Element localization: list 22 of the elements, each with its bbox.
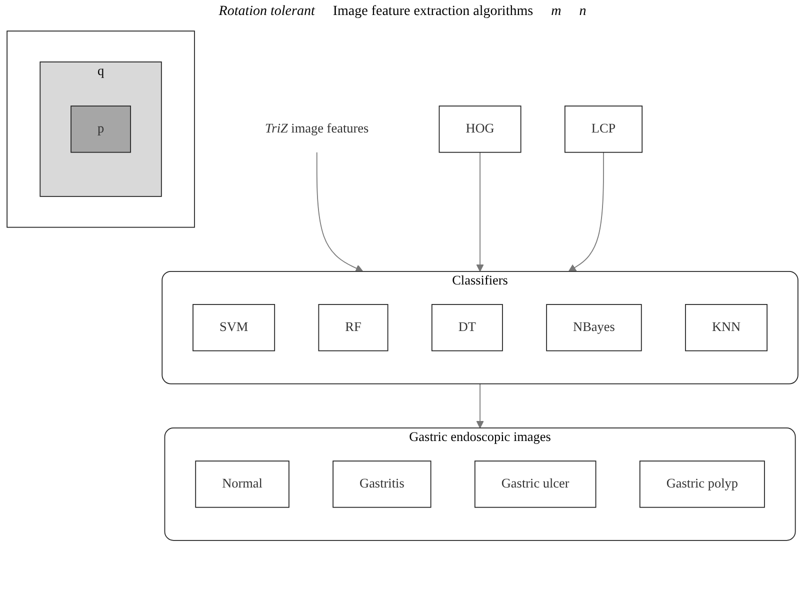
node-box: RF xyxy=(318,304,388,352)
node-box: Gastric polyp xyxy=(639,460,765,508)
node-box: Gastric ulcer xyxy=(474,460,596,508)
node-box: SVM xyxy=(192,304,276,352)
note-text: Rotation tolerant xyxy=(218,4,315,20)
node-box: Gastritis xyxy=(332,460,432,508)
dimension-label: n xyxy=(579,4,586,20)
node-text: TriZ image features xyxy=(265,122,369,136)
heading-text: Image feature extraction algorithms xyxy=(332,4,534,20)
node-box: p xyxy=(70,106,131,153)
cluster xyxy=(6,30,195,228)
arrow xyxy=(476,383,484,428)
arrow xyxy=(316,152,364,272)
node-box: NBayes xyxy=(546,304,642,352)
node-box: HOG xyxy=(438,106,522,153)
arrow xyxy=(476,152,484,272)
node-box: DT xyxy=(431,304,503,352)
node-box: Normal xyxy=(195,460,290,508)
node-box: KNN xyxy=(685,304,768,352)
dimension-label: m xyxy=(551,4,562,20)
node-box: LCP xyxy=(564,106,643,153)
arrow xyxy=(568,152,604,272)
